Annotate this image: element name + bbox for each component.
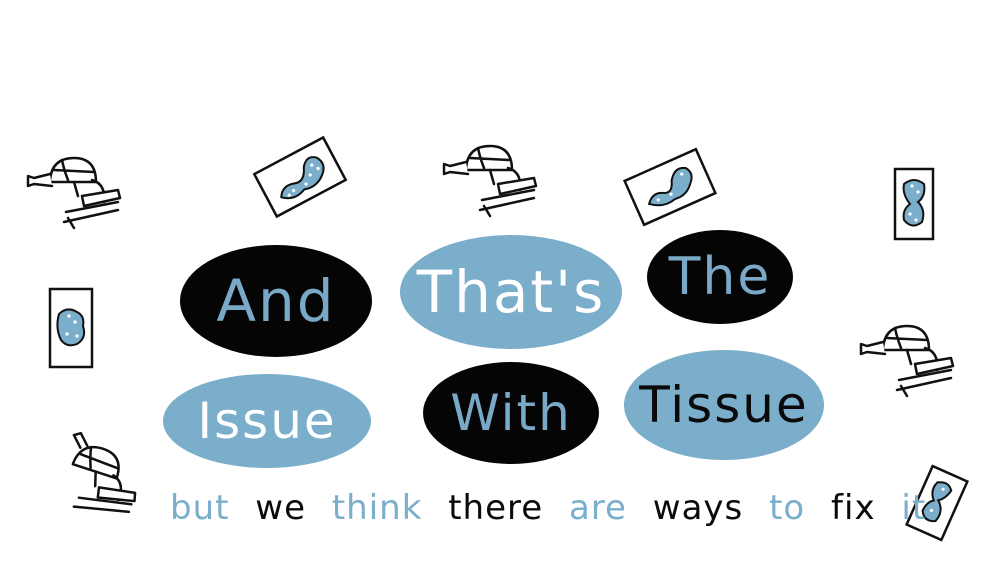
- title-word-issue: Issue: [197, 392, 337, 450]
- microscope-icon: [442, 144, 538, 218]
- microscope-icon: [71, 431, 137, 514]
- title-word-the: The: [668, 247, 772, 307]
- tagline-word: we: [255, 488, 307, 528]
- tissue-slide-icon: [252, 135, 348, 219]
- tagline-word: to: [769, 488, 806, 528]
- title-oval-with: With: [423, 362, 599, 464]
- tissue-slide-icon: [48, 287, 94, 369]
- tagline-word: but: [170, 488, 230, 528]
- title-word-and: And: [216, 267, 336, 335]
- tagline-word: it: [901, 488, 927, 528]
- microscope-icon: [26, 156, 122, 230]
- tagline-word: there: [448, 488, 544, 528]
- tissue-slide-icon: [893, 167, 935, 241]
- title-oval-thats: That's: [400, 235, 622, 349]
- title-word-tissue: Tissue: [639, 376, 809, 434]
- title-word-thats: That's: [416, 258, 606, 326]
- title-oval-and: And: [180, 245, 372, 357]
- tissue-slide-icon: [622, 147, 718, 227]
- title-oval-the: The: [647, 230, 793, 324]
- tissue-slide-icon: [904, 464, 970, 542]
- tagline: but we think there are ways to fix it: [170, 488, 940, 528]
- tagline-word: ways: [652, 488, 744, 528]
- tagline-word: think: [331, 488, 423, 528]
- title-oval-issue: Issue: [163, 374, 371, 468]
- title-oval-tissue: Tissue: [624, 350, 824, 460]
- title-word-with: With: [450, 384, 572, 442]
- microscope-icon: [859, 324, 955, 398]
- tagline-word: are: [568, 488, 627, 528]
- tagline-word: fix: [831, 488, 876, 528]
